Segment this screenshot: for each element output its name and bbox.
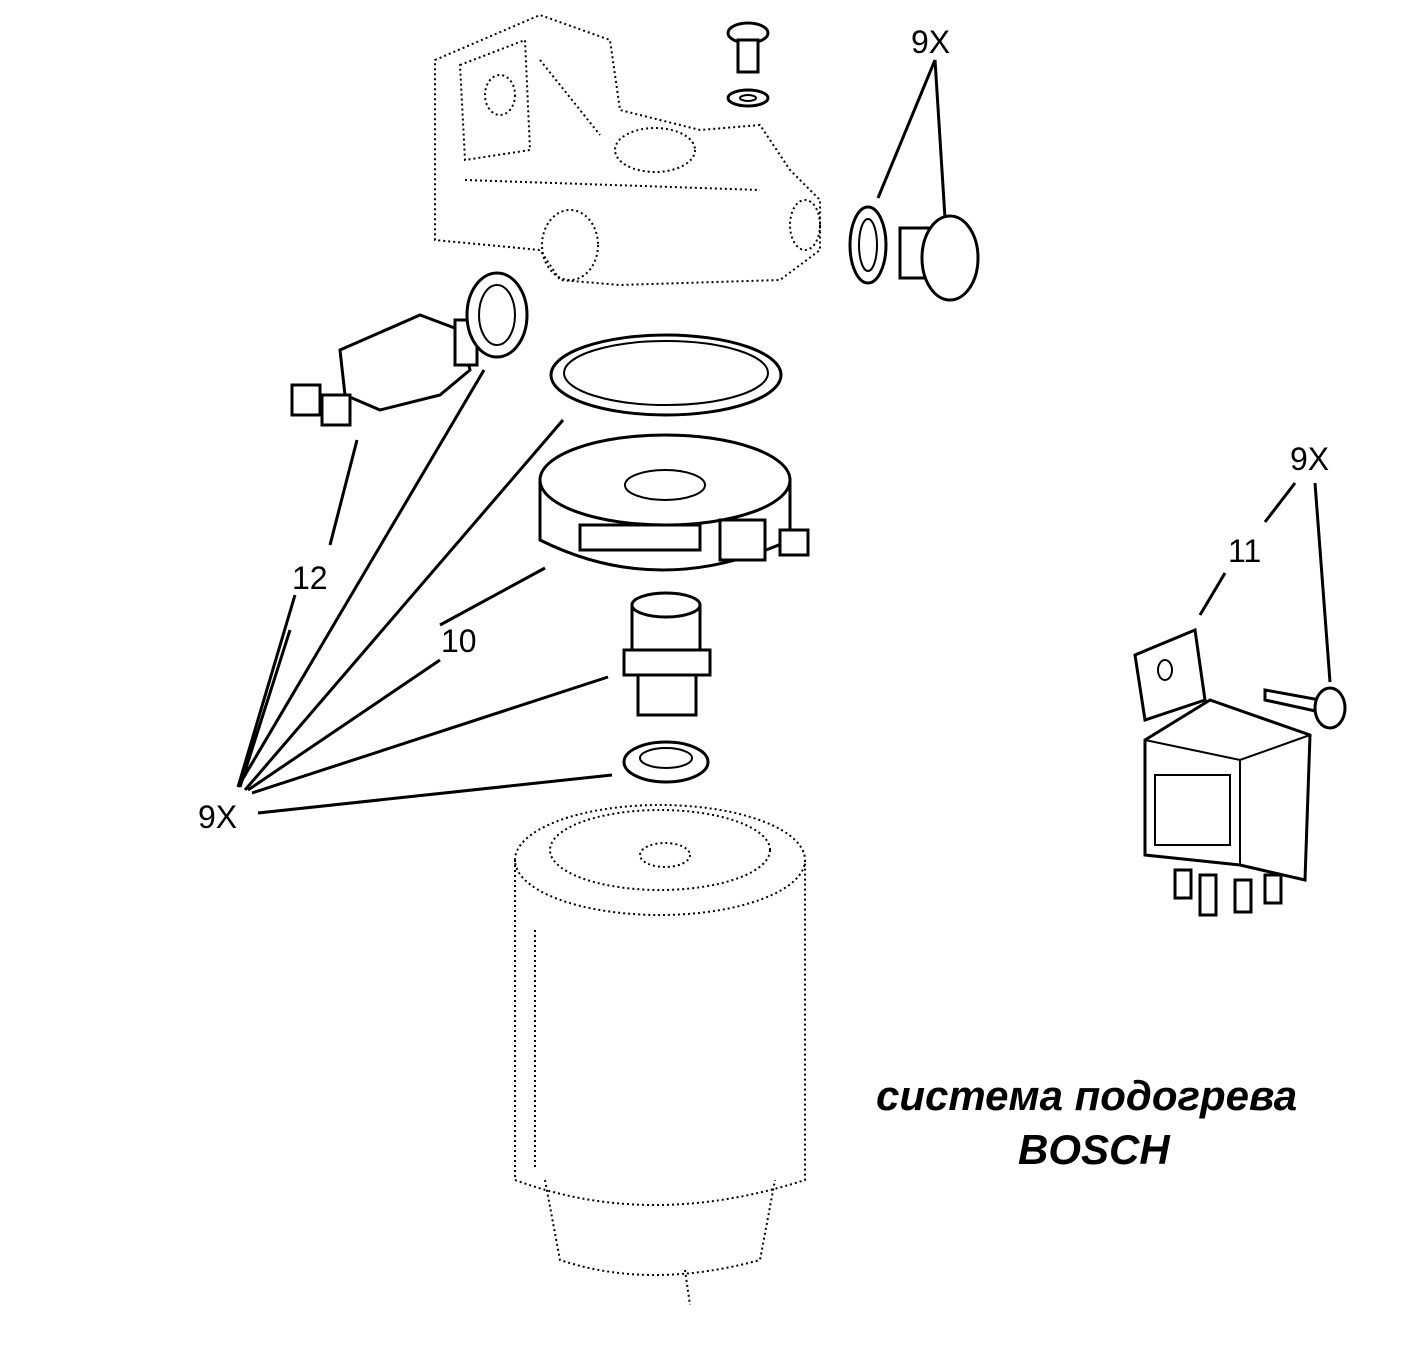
plug-and-washer xyxy=(848,205,980,302)
leader-lines xyxy=(236,59,1332,815)
relay xyxy=(1133,627,1347,917)
small-seal xyxy=(622,740,710,784)
part-label-11: 11 xyxy=(1228,533,1262,569)
temperature-sensor xyxy=(290,271,529,427)
screw-top xyxy=(726,21,770,108)
part-label-12: 12 xyxy=(292,560,328,596)
caption-line-1: система подогрева xyxy=(876,1072,1298,1119)
heater-element xyxy=(538,433,810,572)
filter-housing xyxy=(434,13,821,287)
qty-label-plug: 9X xyxy=(911,24,951,60)
filter-cartridge xyxy=(514,804,806,1306)
qty-label-relay: 9X xyxy=(1290,441,1330,477)
part-label-10: 10 xyxy=(441,623,477,659)
caption-line-2: BOSCH xyxy=(1018,1126,1170,1173)
large-o-ring xyxy=(549,333,783,417)
threaded-nipple xyxy=(622,591,712,717)
qty-label-seals: 9X xyxy=(198,799,238,835)
